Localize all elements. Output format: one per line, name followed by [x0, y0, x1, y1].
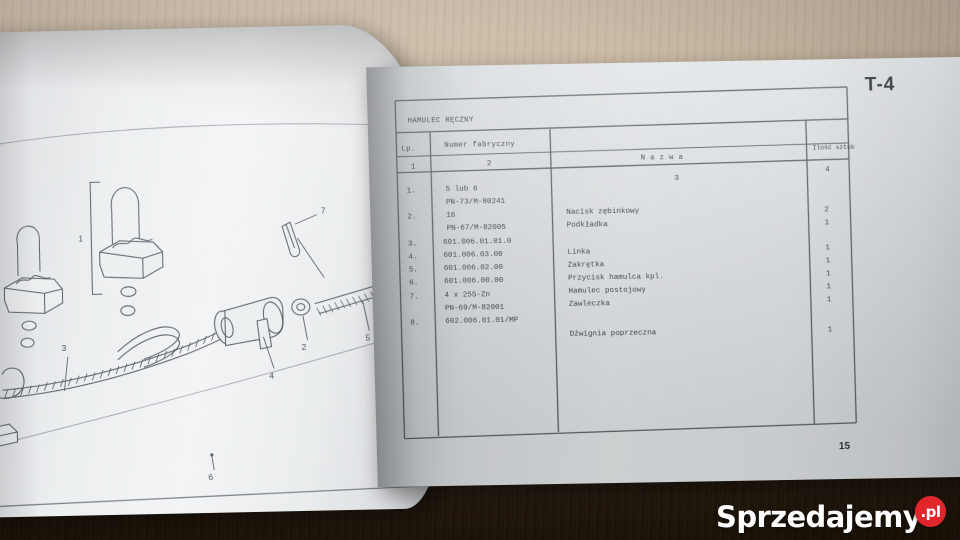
row-qty: 1	[828, 326, 833, 334]
col-header-lp: Lp.	[401, 145, 415, 153]
row-part-number-alt: PN-67/M-82005	[447, 224, 507, 233]
row-lp: 6.	[409, 279, 418, 287]
row-lp: 3.	[408, 240, 417, 248]
section-title: HAMULEC RĘCZNY	[408, 116, 474, 125]
mounting-plate	[0, 423, 19, 454]
callout-4-leader	[262, 336, 275, 369]
page-number: 15	[839, 441, 851, 452]
row-part-number: 602.006.01.01/MP	[445, 317, 519, 326]
row-qty: 1	[826, 270, 831, 278]
row-lp: 1.	[407, 187, 416, 195]
row-name: Hamulec postojowy	[568, 286, 646, 295]
row-lp: 8.	[410, 319, 419, 327]
cotter-pin	[281, 221, 301, 258]
row-qty: 1	[825, 244, 830, 252]
row-qty: 2	[824, 206, 829, 214]
callout-7-leader-2	[296, 237, 325, 278]
hand-brake-diagram: 1 3	[0, 123, 446, 509]
callout-5-label: 5	[365, 333, 370, 343]
col-header-part-number: Numer fabryczny	[444, 141, 515, 150]
callout-6-dot	[210, 453, 214, 457]
row-part-number: 601.006.01.01.0	[443, 238, 512, 247]
row-name: Linka	[567, 248, 590, 256]
callout-4-label: 4	[269, 371, 274, 381]
col-header-qty: Ilość sztuk	[812, 144, 855, 152]
row-part-number: 16	[446, 212, 456, 220]
row-part-number: 601.006.03.00	[443, 251, 503, 260]
brake-handle-body	[214, 296, 284, 350]
callout-3-leader	[64, 356, 69, 392]
callout-2-label: 2	[302, 342, 307, 352]
row-part-number: 601.006.00.00	[444, 277, 504, 286]
left-page: 1 3	[0, 23, 446, 518]
col-index-4: 4	[825, 166, 830, 174]
col-header-name: N a z w a	[641, 154, 684, 163]
callout-6-leader	[211, 455, 215, 470]
washer-nut	[291, 298, 311, 316]
callout-1-bracket	[89, 181, 103, 295]
right-page: HAMULEC RĘCZNY T-4 Lp. Numer fabryczny N…	[366, 56, 960, 488]
plate-code: T-4	[865, 74, 896, 96]
row-lp: 4.	[408, 253, 417, 261]
u-bolt-clamp-left	[3, 225, 64, 348]
row-part-number: 601.006.02.00	[444, 264, 504, 273]
col-index-1: 1	[411, 163, 416, 171]
row-part-number: 5 lub 6	[446, 185, 479, 194]
row-name: Nacisk zębinkowy	[566, 208, 640, 217]
callout-1-label: 1	[78, 234, 83, 244]
callout-7-label: 7	[321, 205, 326, 215]
row-name: Zakrętka	[568, 261, 605, 270]
u-bolt-clamp-right	[99, 187, 164, 316]
callout-7-leader	[294, 214, 318, 225]
callout-5-leader	[362, 300, 370, 331]
callout-6-label: 6	[208, 472, 213, 482]
row-name: Zawleczka	[569, 300, 611, 309]
callout-2-leader	[302, 315, 308, 340]
row-lp: 5.	[409, 266, 418, 274]
row-qty: 1	[827, 296, 832, 304]
row-name: Dźwignia poprzeczna	[570, 329, 657, 339]
row-part-number: 4 x 25S-Zn	[444, 291, 490, 300]
callout-3-label: 3	[61, 343, 66, 353]
col-index-3: 3	[674, 175, 679, 183]
row-lp: 7.	[410, 293, 419, 301]
row-qty: 1	[826, 257, 831, 265]
parts-table: HAMULEC RĘCZNY T-4 Lp. Numer fabryczny N…	[394, 74, 896, 452]
row-qty: 1	[826, 283, 831, 291]
row-qty: 1	[825, 219, 830, 227]
col-index-2: 2	[487, 160, 492, 168]
row-part-number-alt: PN-69/M-82001	[445, 304, 505, 313]
row-name: Podkładka	[567, 221, 609, 230]
row-name: Przycisk hamulca kpl.	[568, 273, 664, 283]
row-part-number-alt: PN-73/M-80241	[446, 198, 506, 207]
row-lp: 2.	[407, 213, 416, 221]
